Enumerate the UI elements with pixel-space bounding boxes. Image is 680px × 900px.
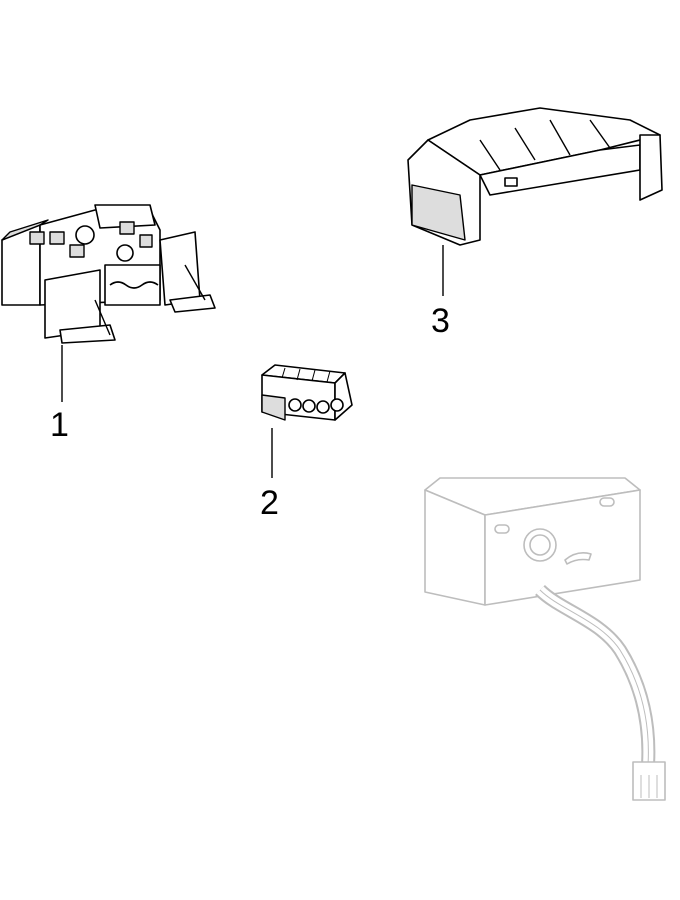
- part-label-1: 1: [50, 406, 69, 444]
- part-label-2: 2: [260, 484, 279, 522]
- part-2-terminal-connector: [261, 364, 353, 421]
- part-3-cover: [407, 107, 663, 246]
- sensor-module-context: [424, 477, 666, 801]
- part-1-mounting-bracket: [1, 204, 216, 344]
- part-label-3: 3: [431, 302, 450, 340]
